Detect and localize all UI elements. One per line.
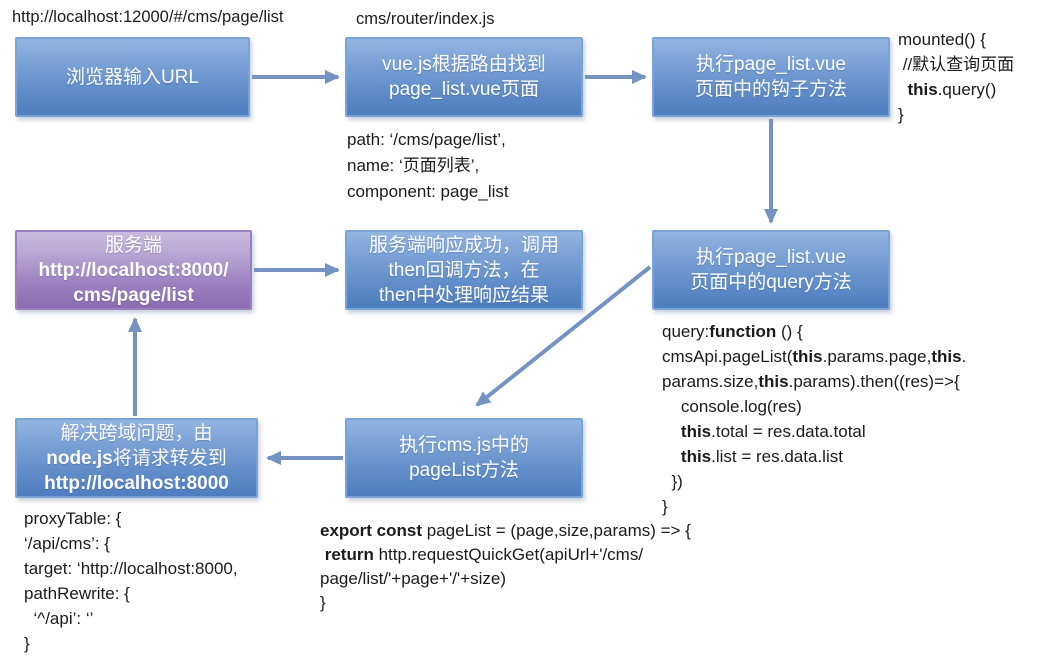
code-query-method: query:function () {cmsApi.pageList(this.… [662,322,967,516]
router-file-label: cms/router/index.js [356,10,495,28]
code-export-pagelist: export const pageList = (page,size,param… [320,521,691,612]
code-proxy-table: proxyTable: {‘/api/cms’: {target: ‘http:… [24,509,238,653]
node-browser-input-url: 浏览器输入URL [15,37,250,117]
browser-url-label: http://localhost:12000/#/cms/page/list [12,8,284,26]
code-mounted-hook: mounted() { //默认查询页面 this.query()} [898,30,1015,124]
code-route-config: path: ‘/cms/page/list’,name: ‘页面列表’,comp… [347,130,509,201]
